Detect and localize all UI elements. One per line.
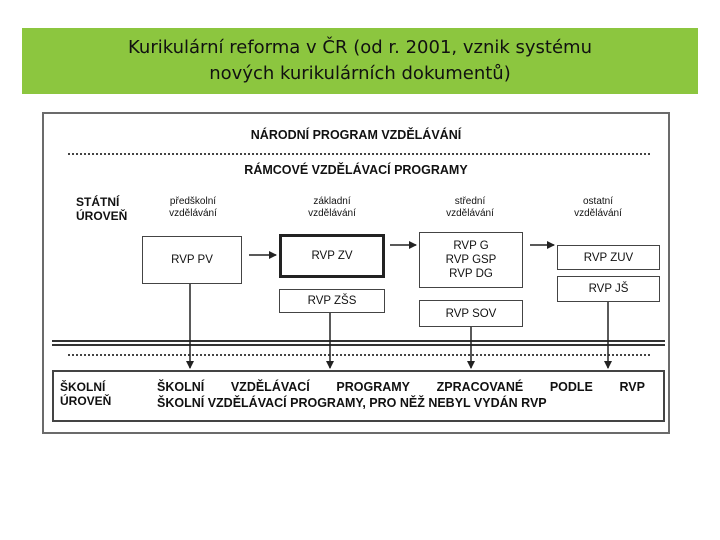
box-rvp-secondary-general: RVP G RVP GSP RVP DG: [419, 232, 523, 288]
column-label-preschool: předškolní vzdělávání: [148, 196, 238, 220]
school-programs-line-2: ŠKOLNÍ VZDĚLÁVACÍ PROGRAMY, PRO NĚŽ NEBY…: [157, 396, 547, 410]
column-label-other: ostatní vzdělávání: [553, 196, 643, 220]
separator-line-upper: [52, 340, 665, 342]
diagram-frame: [42, 112, 670, 434]
dotted-divider-top: [68, 153, 650, 155]
school-level-label: ŠKOLNÍ ÚROVEŇ: [60, 380, 111, 408]
column-label-line-1: střední: [454, 196, 486, 207]
box-rvp-js: RVP JŠ: [557, 276, 660, 302]
column-label-line-2: vzdělávání: [446, 208, 494, 219]
state-level-label: STÁTNÍ ÚROVEŇ: [76, 195, 127, 223]
framework-programs-heading: RÁMCOVÉ VZDĚLÁVACÍ PROGRAMY: [244, 163, 468, 177]
column-label-basic: základní vzdělávání: [287, 196, 377, 220]
column-label-secondary: střední vzdělávání: [425, 196, 515, 220]
column-label-line-2: vzdělávání: [574, 208, 622, 219]
column-label-line-1: ostatní: [582, 196, 614, 207]
school-level-line-1: ŠKOLNÍ: [60, 380, 106, 394]
column-label-line-1: předškolní: [169, 196, 217, 207]
column-label-line-2: vzdělávání: [308, 208, 356, 219]
school-text-word: PODLE: [549, 380, 593, 394]
school-level-line-2: ÚROVEŇ: [60, 394, 112, 408]
school-programs-line-1: ŠKOLNÍ VZDĚLÁVACÍ PROGRAMY ZPRACOVANÉ PO…: [157, 380, 645, 394]
box-rvp-pv: RVP PV: [142, 236, 242, 284]
box-rvp-g: RVP G: [453, 240, 489, 252]
state-level-line-2: ÚROVEŇ: [76, 209, 128, 223]
school-text-word: PROGRAMY: [336, 380, 411, 394]
state-level-line-1: STÁTNÍ: [76, 195, 120, 209]
box-rvp-gsp: RVP GSP: [445, 254, 497, 266]
box-rvp-zv: RVP ZV: [279, 234, 385, 278]
column-label-line-1: základní: [313, 196, 351, 207]
box-rvp-zss: RVP ZŠS: [279, 289, 385, 313]
box-rvp-dg: RVP DG: [449, 268, 493, 280]
slide-title-line-2: nových kurikulárních dokumentů): [209, 63, 511, 84]
slide-title-line-1: Kurikulární reforma v ČR (od r. 2001, vz…: [128, 37, 592, 58]
school-text-word: ZPRACOVANÉ: [436, 380, 524, 394]
school-text-word: ŠKOLNÍ: [157, 380, 205, 394]
school-level-box: [52, 370, 665, 422]
column-label-line-2: vzdělávání: [169, 208, 217, 219]
title-bar: Kurikulární reforma v ČR (od r. 2001, vz…: [22, 28, 698, 94]
dotted-divider-bottom: [68, 354, 650, 356]
separator-line-lower: [52, 344, 665, 346]
school-text-word: VZDĚLÁVACÍ: [230, 380, 310, 394]
national-program-heading: NÁRODNÍ PROGRAM VZDĚLÁVÁNÍ: [250, 128, 462, 142]
box-rvp-zuv: RVP ZUV: [557, 245, 660, 270]
box-rvp-sov: RVP SOV: [419, 300, 523, 327]
school-text-word: RVP: [619, 380, 645, 394]
